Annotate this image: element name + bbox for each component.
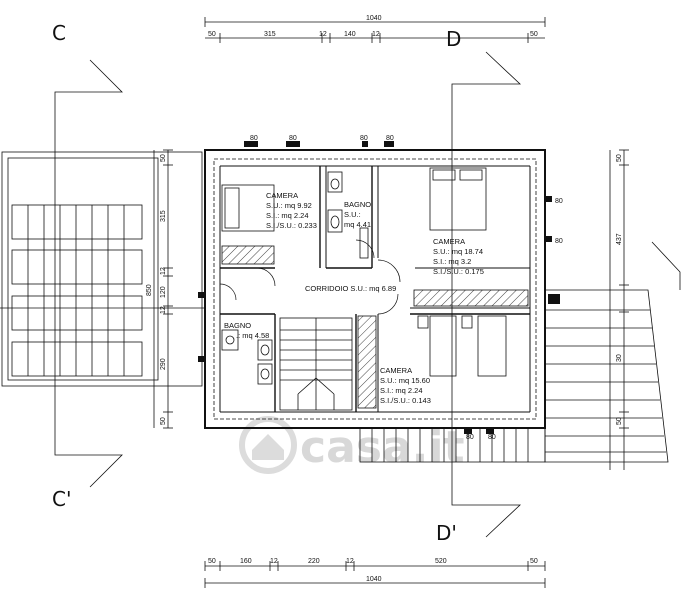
window-label-2: 80 xyxy=(289,135,297,142)
section-marker-d: D xyxy=(446,27,461,51)
room-su: S.U.: xyxy=(344,210,361,219)
room-name: CAMERA xyxy=(433,237,465,246)
top-dim-5: 12 xyxy=(372,31,380,38)
bottom-dim-5: 12 xyxy=(346,558,354,565)
room-si: S.I.: mq 2.24 xyxy=(380,386,423,395)
bottom-total-dim: 1040 xyxy=(366,576,382,583)
bottom-dim-6: 520 xyxy=(435,558,447,565)
left-roof-panels xyxy=(0,151,205,387)
left-dimension-chain xyxy=(153,149,173,429)
watermark: casa.it xyxy=(239,416,464,474)
window-label-7: 80 xyxy=(466,434,474,441)
beds xyxy=(221,167,507,377)
room-name: BAGNO xyxy=(224,321,251,330)
left-dim-3: 12 xyxy=(160,267,167,275)
bottom-dimension-chain xyxy=(204,561,546,588)
left-dim-2: 315 xyxy=(160,210,167,222)
window-label-8: 80 xyxy=(488,434,496,441)
right-dim-3: 30 xyxy=(616,354,623,362)
room-ratio: S.I./S.U.: 0.233 xyxy=(266,221,317,230)
left-dim-5: 12 xyxy=(160,306,167,314)
room-area: .: mq 4.58 xyxy=(236,331,269,340)
room-ratio: S.I./S.U.: 0.143 xyxy=(380,396,431,405)
window-label-5: 80 xyxy=(555,198,563,205)
top-dim-2: 315 xyxy=(264,31,276,38)
bathroom-fixtures xyxy=(221,171,369,385)
left-dim-7: 50 xyxy=(160,417,167,425)
bottom-dim-7: 50 xyxy=(530,558,538,565)
room-name: CAMERA xyxy=(266,191,298,200)
staircase xyxy=(279,317,353,411)
window-label-3: 80 xyxy=(360,135,368,142)
bottom-dim-1: 50 xyxy=(208,558,216,565)
top-dimension-chain xyxy=(204,17,546,43)
top-dim-3: 12 xyxy=(319,31,327,38)
room-su: S.U.: mq 15.60 xyxy=(380,376,430,385)
right-balcony xyxy=(544,241,681,463)
left-dim-6: 290 xyxy=(160,358,167,370)
left-total-dim: 850 xyxy=(146,284,153,296)
room-bagno-top: BAGNO S.U.: mq 4.41 xyxy=(344,200,371,229)
room-su: S.U.: mq 9.92 xyxy=(266,201,312,210)
room-camera-top-right: CAMERA S.U.: mq 18.74 S.I.: mq 3.2 S.I./… xyxy=(433,237,484,276)
room-name: BAGNO xyxy=(344,200,371,209)
window-label-4: 80 xyxy=(386,135,394,142)
section-marker-d-prime: D' xyxy=(436,521,457,545)
closets xyxy=(221,245,529,409)
right-dim-4: 50 xyxy=(616,417,623,425)
window-label-6: 80 xyxy=(555,238,563,245)
room-corridoio: CORRIDOIO S.U.: mq 6.89 xyxy=(305,284,396,293)
building-walls xyxy=(204,149,546,429)
room-si: S.I.: mq 2.24 xyxy=(266,211,309,220)
bottom-dim-2: 160 xyxy=(240,558,252,565)
top-dim-4: 140 xyxy=(344,31,356,38)
watermark-text: casa.it xyxy=(300,422,464,473)
window-label-1: 80 xyxy=(250,135,258,142)
right-dim-1: 50 xyxy=(616,154,623,162)
room-area: mq 4.41 xyxy=(344,220,371,229)
top-dim-6: 50 xyxy=(530,31,538,38)
bottom-dim-3: 12 xyxy=(270,558,278,565)
left-dims-text: 50 315 12 120 12 290 50 850 xyxy=(146,154,167,425)
section-marker-c-prime: C' xyxy=(52,487,71,511)
bottom-dim-4: 220 xyxy=(308,558,320,565)
room-su: S.U.: mq 18.74 xyxy=(433,247,483,256)
top-total-dim: 1040 xyxy=(366,15,382,22)
room-name: CAMERA xyxy=(380,366,412,375)
room-camera-top-left: CAMERA S.U.: mq 9.92 S.I.: mq 2.24 S.I./… xyxy=(266,191,317,230)
room-ratio: S.I./S.U.: 0.175 xyxy=(433,267,484,276)
room-camera-bottom: CAMERA S.U.: mq 15.60 S.I.: mq 2.24 S.I.… xyxy=(380,366,431,405)
room-si: S.I.: mq 3.2 xyxy=(433,257,471,266)
balcony-post xyxy=(548,294,560,304)
top-dim-1: 50 xyxy=(208,31,216,38)
right-dim-2: 437 xyxy=(616,233,623,245)
section-marker-c: C xyxy=(52,21,66,45)
window-markers xyxy=(198,141,552,434)
left-dim-4: 120 xyxy=(160,286,167,298)
room-bagno-bottom: BAGNO .: mq 4.58 xyxy=(224,321,269,340)
door-swings xyxy=(219,239,401,315)
left-dim-1: 50 xyxy=(160,154,167,162)
